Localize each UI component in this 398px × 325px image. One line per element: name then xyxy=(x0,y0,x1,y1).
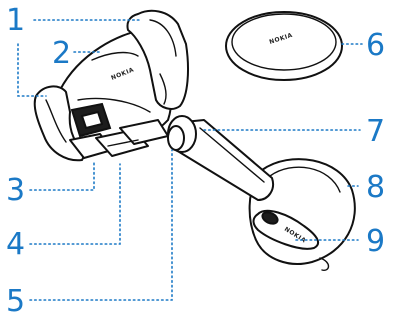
callout-2: 2 xyxy=(52,36,71,71)
leader-line-4 xyxy=(30,164,120,244)
callout-7: 7 xyxy=(366,114,385,149)
leader-line-1-lower xyxy=(18,44,46,96)
callout-4: 4 xyxy=(6,227,25,262)
callout-5: 5 xyxy=(6,284,25,319)
leader-line-5 xyxy=(30,150,172,300)
leader-line-3 xyxy=(30,160,94,190)
callout-9: 9 xyxy=(366,224,385,259)
car-holder-illustration: NOKIA NOKIA xyxy=(35,11,355,270)
callout-1: 1 xyxy=(6,3,25,38)
mounting-plate: NOKIA xyxy=(226,12,342,80)
callout-6: 6 xyxy=(366,28,385,63)
callout-8: 8 xyxy=(366,170,385,205)
callout-3: 3 xyxy=(6,173,25,208)
ball-joint xyxy=(168,116,196,152)
